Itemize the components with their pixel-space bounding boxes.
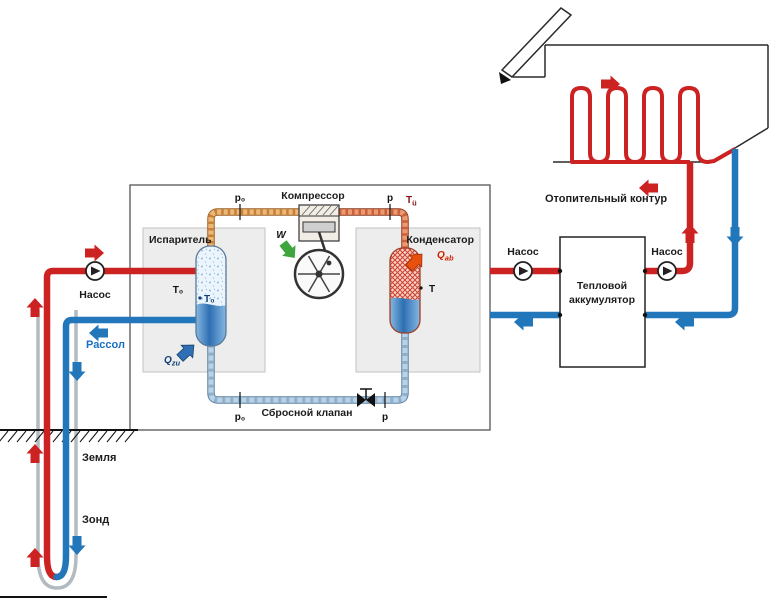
pump-accumulator-left — [513, 261, 533, 281]
brine-pipe-hot — [43, 267, 202, 581]
q-out-label: Qab — [437, 250, 454, 263]
condenser-label: Конденсатор — [406, 234, 474, 246]
flywheel-spokes — [298, 255, 340, 293]
pump-acc-left-label: Насос — [507, 246, 539, 258]
heating-circuit-label: Отопительный контур — [545, 193, 667, 205]
accumulator-label-line1: Тепловой — [577, 280, 627, 292]
flow-arrow-cold-down-1 — [68, 362, 86, 381]
pressure-ticks — [239, 204, 391, 408]
floor-heating-coil — [570, 86, 736, 164]
ground-label: Земля — [82, 452, 116, 464]
evaporator-liquid — [196, 303, 226, 346]
flow-arrow-hot-up-1 — [26, 298, 44, 317]
flow-arrow-return-down — [726, 227, 744, 246]
house-outline — [513, 44, 769, 163]
evaporator-vessel — [195, 245, 227, 347]
suction-vapor-pipe — [207, 208, 299, 250]
compressor-piston — [302, 221, 336, 233]
p-valve-label: p — [382, 412, 388, 423]
t0-brine-label: T₀ — [173, 285, 184, 296]
compressor-label: Компрессор — [281, 190, 344, 202]
pump-accumulator-right — [657, 261, 677, 281]
pump-rotor-icon — [663, 266, 673, 276]
evaporator-label: Испаритель — [149, 234, 212, 246]
heating-return-pipe-a — [645, 149, 739, 319]
pump-rotor-icon — [91, 266, 101, 276]
relief-valve-symbol — [357, 388, 375, 407]
evaporator-sensor-dot — [198, 296, 202, 300]
house-roof — [500, 7, 573, 78]
t-condenser-label: T — [429, 284, 435, 295]
p0-valve-label: p₀ — [235, 412, 246, 423]
accumulator-label-line2: аккумулятор — [569, 294, 635, 306]
pump-ground-loop — [85, 261, 105, 281]
heat-accumulator-box — [559, 236, 646, 368]
pipe-connection-dots — [557, 268, 648, 318]
pump-rotor-icon — [519, 266, 529, 276]
compressor-head-hatch — [301, 205, 339, 216]
heating-supply-pipe-b — [645, 162, 694, 275]
compressor-assembly — [293, 204, 345, 300]
probe-label: Зонд — [82, 514, 109, 526]
pump-ground-label: Насос — [79, 289, 111, 301]
house-roof-tip — [499, 72, 511, 84]
q-in-label: Qzu — [164, 355, 181, 368]
flywheel-hub — [315, 270, 323, 278]
flow-arrow-hot-up-3 — [26, 548, 44, 567]
p-discharge-label: p — [387, 193, 393, 204]
condenser-sensor-dot — [419, 286, 423, 290]
crank-pin — [326, 260, 332, 266]
relief-valve-label: Сбросной клапан — [261, 407, 352, 419]
flow-arrow-hot-up-2 — [26, 444, 44, 463]
brine-pipe-cold — [53, 316, 204, 581]
condenser-liquid — [390, 297, 420, 333]
borehole-casing — [36, 310, 78, 590]
flow-arrow-cold-down-2 — [68, 536, 86, 555]
discharge-vapor-pipe — [339, 208, 409, 250]
t0-evaporator-label: T₀ — [204, 294, 215, 305]
p0-suction-label: p₀ — [235, 193, 246, 204]
t-superheat-label: Tü — [406, 195, 417, 208]
pump-acc-right-label: Насос — [651, 246, 683, 258]
work-label: W — [276, 230, 287, 241]
expansion-pipe — [207, 329, 409, 404]
brine-label: Рассол — [86, 339, 125, 351]
flow-arrow-hot-right-pump — [85, 244, 104, 262]
flow-arrow-supply-up — [681, 224, 699, 243]
